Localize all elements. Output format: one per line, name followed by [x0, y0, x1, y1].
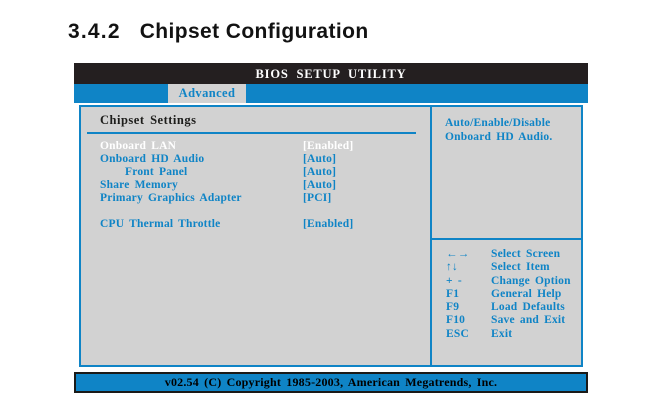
up-down-arrows-icon: ↑↓: [446, 261, 458, 274]
settings-pane: Chipset Settings Onboard LAN [Enabled] O…: [81, 107, 432, 365]
plus-minus-keys: + -: [446, 274, 462, 287]
legend-divider: [432, 238, 581, 240]
bios-main-area: Chipset Settings Onboard LAN [Enabled] O…: [79, 105, 583, 367]
setting-label: Onboard HD Audio: [100, 153, 205, 165]
bios-title-bar: BIOS SETUP UTILITY: [74, 63, 588, 84]
key-legend: ←→ Select Screen ↑↓ Select Item + - Chan…: [446, 248, 581, 341]
setting-value: [Auto]: [303, 153, 337, 165]
setting-value: [Enabled]: [303, 140, 354, 152]
setting-row-front-panel[interactable]: Front Panel [Auto]: [81, 166, 430, 179]
setting-row-onboard-hd-audio[interactable]: Onboard HD Audio [Auto]: [81, 153, 430, 166]
legend-row-exit: ESC Exit: [446, 328, 581, 341]
esc-key: ESC: [446, 327, 469, 340]
heading-section-number: 3.4.2: [68, 20, 121, 43]
section-title: Chipset Settings: [100, 113, 197, 127]
bios-tab-bar: Advanced: [74, 84, 588, 103]
help-line-1: Auto/Enable/Disable: [445, 117, 551, 129]
legend-row-select-screen: ←→ Select Screen: [446, 248, 581, 261]
legend-row-load-defaults: F9 Load Defaults: [446, 301, 581, 314]
f1-key: F1: [446, 287, 460, 300]
f9-key: F9: [446, 301, 460, 314]
legend-row-change-option: + - Change Option: [446, 275, 581, 288]
setting-value: [PCI]: [303, 192, 332, 204]
page-heading: 3.4.2 Chipset Configuration: [68, 20, 369, 44]
section-underline: [87, 132, 416, 134]
setting-value: [Auto]: [303, 179, 337, 191]
setting-label: Front Panel: [125, 166, 188, 178]
legend-action: Load Defaults: [491, 301, 565, 314]
setting-value: [Enabled]: [303, 218, 354, 230]
setting-label: Primary Graphics Adapter: [100, 192, 242, 204]
legend-action: Exit: [491, 327, 513, 340]
setting-row-onboard-lan[interactable]: Onboard LAN [Enabled]: [81, 140, 430, 153]
help-line-2: Onboard HD Audio.: [445, 130, 553, 143]
setting-row-cpu-thermal-throttle[interactable]: CPU Thermal Throttle [Enabled]: [81, 218, 430, 231]
settings-list: Onboard LAN [Enabled] Onboard HD Audio […: [81, 140, 430, 231]
settings-spacer: [81, 205, 430, 218]
legend-row-general-help: F1 General Help: [446, 288, 581, 301]
setting-row-share-memory[interactable]: Share Memory [Auto]: [81, 179, 430, 192]
copyright-bar: v02.54 (C) Copyright 1985-2003, American…: [74, 372, 588, 393]
setting-label: Onboard LAN: [100, 140, 177, 152]
legend-action: Select Item: [491, 261, 550, 274]
item-help-text: Auto/Enable/Disable Onboard HD Audio.: [445, 117, 577, 144]
setting-label: Share Memory: [100, 179, 178, 191]
tab-advanced[interactable]: Advanced: [168, 84, 246, 103]
f10-key: F10: [446, 314, 466, 327]
legend-action: General Help: [491, 287, 562, 300]
setting-row-primary-graphics-adapter[interactable]: Primary Graphics Adapter [PCI]: [81, 192, 430, 205]
heading-title: Chipset Configuration: [139, 20, 369, 43]
legend-row-select-item: ↑↓ Select Item: [446, 261, 581, 274]
setting-value: [Auto]: [303, 166, 337, 178]
left-right-arrows-icon: ←→: [446, 248, 470, 260]
help-pane: Auto/Enable/Disable Onboard HD Audio. ←→…: [432, 107, 581, 365]
legend-action: Save and Exit: [491, 314, 566, 327]
legend-action: Change Option: [491, 274, 571, 287]
legend-row-save-and-exit: F10 Save and Exit: [446, 314, 581, 327]
setting-label: CPU Thermal Throttle: [100, 218, 221, 230]
legend-action: Select Screen: [491, 248, 561, 260]
bios-setup-window: BIOS SETUP UTILITY Advanced Chipset Sett…: [74, 63, 588, 393]
